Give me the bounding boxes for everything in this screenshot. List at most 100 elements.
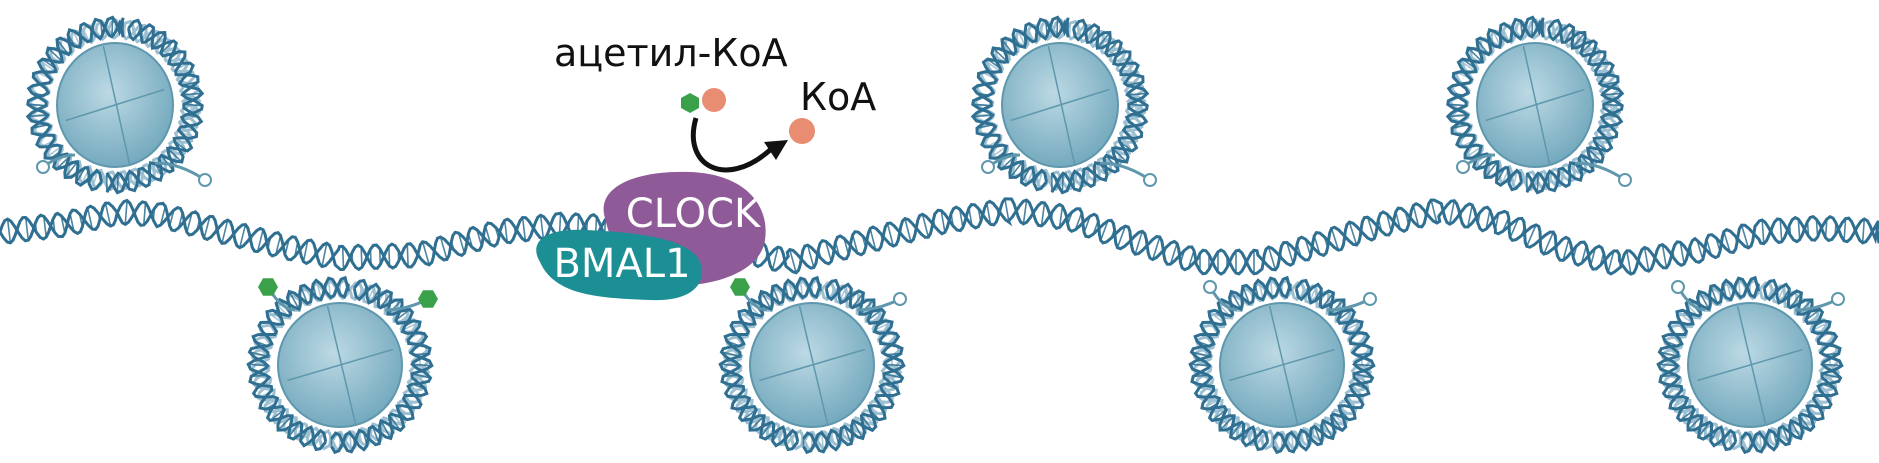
histone-tail: [981, 153, 1021, 174]
dna-base-pair: [1430, 199, 1438, 224]
dna-base-pair: [256, 229, 264, 252]
histone-tail-end-icon: [1363, 292, 1377, 306]
dna-base-pair: [1476, 39, 1490, 55]
dna-base-pair: [1698, 291, 1710, 310]
nucleosome-icon: [718, 275, 906, 455]
dna-base-pair: [521, 217, 527, 242]
dna-backbone: [246, 275, 351, 452]
dna-backbone: [1656, 275, 1761, 452]
dna-helix: [105, 18, 205, 195]
dna-backbone: [1189, 276, 1293, 448]
histone-divider: [1485, 88, 1585, 122]
dna-base-pair: [806, 244, 815, 268]
dna-base-pair: [1697, 421, 1711, 438]
clock-label: CLOCK: [626, 191, 762, 237]
acetyl-coa-label: ацетил-КоА: [554, 31, 788, 75]
dna-base-pair: [1571, 31, 1586, 49]
dna-base-pair: [539, 215, 545, 240]
histone-tail-end-icon: [1671, 280, 1685, 294]
dna-base-pair: [203, 216, 211, 239]
coa-free-sphere-icon: [789, 118, 815, 144]
dna-backbone: [1445, 15, 1545, 188]
dna-base-pair: [186, 212, 193, 233]
dna-base-pair: [439, 236, 448, 260]
clock-bmal1-complex: CLOCK BMAL1: [536, 171, 766, 301]
dna-helix: [970, 15, 1070, 192]
dna-base-pair: [1151, 236, 1161, 260]
histone-divider: [65, 88, 165, 122]
dna-base-pair: [1536, 173, 1539, 193]
dna-backbone: [1740, 282, 1843, 454]
dna-base-pair: [1658, 363, 1678, 367]
dna-helix: [1188, 275, 1293, 452]
dna-backbone: [105, 18, 204, 194]
acetyl-hexagon-icon: [681, 93, 699, 113]
dna-base-pair: [321, 242, 328, 267]
dna-base-pair: [1056, 17, 1059, 37]
dna-base-pair: [1134, 231, 1144, 255]
histone-divider: [1229, 348, 1335, 382]
reaction-arrowhead-icon: [764, 140, 788, 160]
dna-base-pair: [721, 351, 741, 357]
dna-base-pair: [986, 202, 992, 225]
histone-tail: [1794, 292, 1845, 312]
dna-base-pair: [274, 235, 282, 255]
dna-base-pair: [387, 299, 403, 315]
histone-tail-end-icon: [1618, 173, 1632, 187]
dna-base-pair: [1330, 228, 1340, 251]
acetyl-marks: [36, 153, 1845, 312]
dna-base-pair: [1353, 373, 1373, 379]
dna-base-pair: [1190, 363, 1210, 367]
dna-base-pair: [1659, 351, 1679, 357]
dna-base-pair: [824, 241, 833, 262]
dna-backbone: [1050, 22, 1150, 195]
dna-base-pair: [302, 240, 309, 262]
dna-backbone: [0, 197, 1879, 276]
dna-base-pair: [64, 161, 79, 179]
dna-backbone: [1525, 18, 1624, 194]
dna-base-pair: [142, 202, 147, 226]
histone-tail: [384, 290, 438, 312]
dna-base-pair: [24, 217, 30, 241]
dna-backbone: [0, 198, 1879, 276]
dna-base-pair: [1661, 244, 1668, 268]
dna-base-pair: [249, 351, 269, 357]
dna-base-pair: [167, 147, 183, 163]
dna-helix: [1656, 275, 1761, 452]
dna-backbone: [26, 17, 125, 192]
dna-base-pair: [56, 39, 70, 55]
dna-base-pair: [1169, 243, 1178, 265]
histone-divider: [1047, 45, 1076, 165]
dna-base-pair: [159, 206, 167, 226]
dna-base-pair: [1448, 200, 1456, 225]
dna-base-pair: [1004, 198, 1010, 223]
dna-base-pair: [1790, 420, 1802, 439]
dna-backbone: [105, 22, 205, 195]
dna-backbone: [802, 282, 905, 454]
dna-base-pair: [379, 292, 393, 309]
dna-base-pair: [111, 17, 114, 37]
histone-tail: [1671, 280, 1706, 312]
histone-tail-end-icon: [1203, 280, 1217, 294]
dna-base-pair: [1329, 299, 1345, 315]
dna-base-pair: [1761, 219, 1765, 244]
dna-backbone: [1188, 275, 1293, 452]
dna-base-pair: [1127, 92, 1148, 96]
dna-base-pair: [1058, 206, 1064, 228]
dna-base-pair: [1313, 235, 1321, 255]
dna-base-pair: [1687, 415, 1703, 431]
dna-base-pair: [1740, 224, 1750, 249]
dna-base-pair: [1022, 200, 1028, 224]
dna-base-pair: [421, 241, 431, 266]
dna-base-pair: [1286, 242, 1294, 264]
dna-base-pair: [1779, 219, 1783, 242]
histone-divider: [1697, 348, 1803, 382]
dna-base-pair: [771, 246, 779, 271]
dna-base-pair: [1219, 415, 1235, 431]
histone-tail-end-icon: [198, 173, 212, 187]
dna-base-pair: [1509, 218, 1520, 239]
dna-base-pair: [1484, 161, 1499, 179]
dna-helix: [1525, 18, 1625, 195]
histone-tail-end-icon: [1831, 292, 1845, 306]
dna-backbone: [1272, 282, 1375, 454]
